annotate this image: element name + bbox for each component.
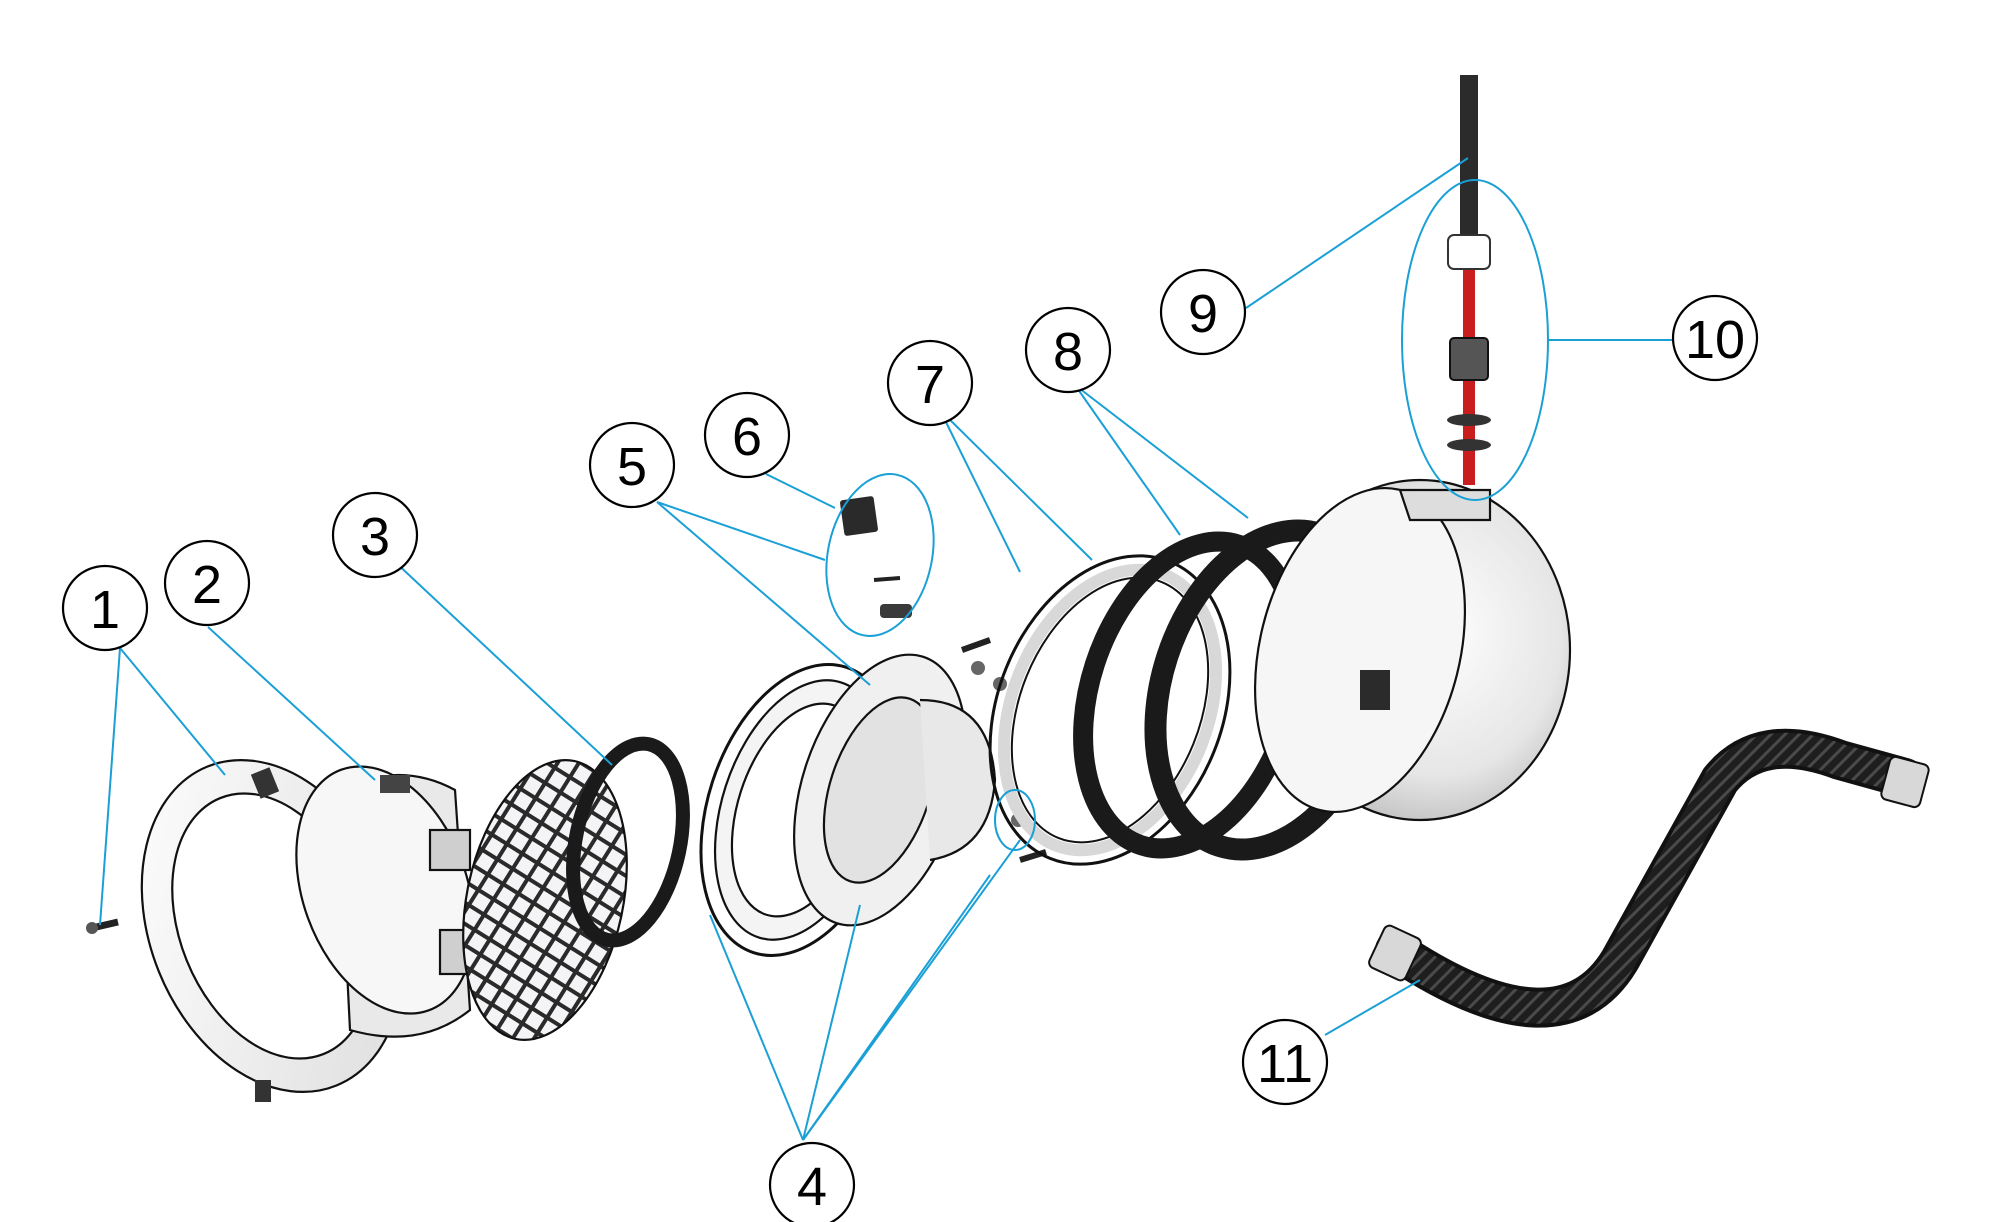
part-niche-housing [1253, 478, 1572, 822]
part-lens-grid [462, 759, 628, 1041]
part-screw [86, 918, 119, 934]
part-flex-hose [1368, 728, 1930, 1028]
callout-10: 10 [1671, 294, 1759, 382]
part-cable [1447, 75, 1491, 270]
callout-label-1: 1 [90, 580, 120, 640]
callout-label-11: 11 [1257, 1034, 1313, 1094]
part-lens-gasket [566, 736, 690, 948]
callout-8: 8 [1024, 306, 1112, 394]
callout-5: 5 [588, 421, 676, 509]
callout-label-7: 7 [915, 355, 945, 415]
callout-7: 7 [886, 339, 974, 427]
part-cable-gland [1447, 270, 1491, 485]
callout-label-2: 2 [192, 555, 222, 615]
callout-11: 11 [1241, 1018, 1329, 1106]
callout-label-3: 3 [360, 507, 390, 567]
callout-6: 6 [703, 391, 791, 479]
inset-outlines [825, 179, 1549, 851]
callout-label-10: 10 [1685, 310, 1745, 370]
callout-1: 1 [61, 564, 149, 652]
callout-3: 3 [331, 491, 419, 579]
callout-9: 9 [1159, 268, 1247, 356]
callout-4: 4 [768, 1141, 856, 1222]
callout-label-9: 9 [1188, 284, 1218, 344]
leader-lines [99, 157, 1672, 1141]
part-lamp-flange [793, 653, 997, 927]
callout-label-8: 8 [1053, 322, 1083, 382]
callout-label-4: 4 [797, 1157, 827, 1217]
part-spare-screws [840, 496, 912, 618]
callout-label-6: 6 [732, 407, 762, 467]
callout-2: 2 [163, 539, 251, 627]
callout-label-5: 5 [617, 437, 647, 497]
